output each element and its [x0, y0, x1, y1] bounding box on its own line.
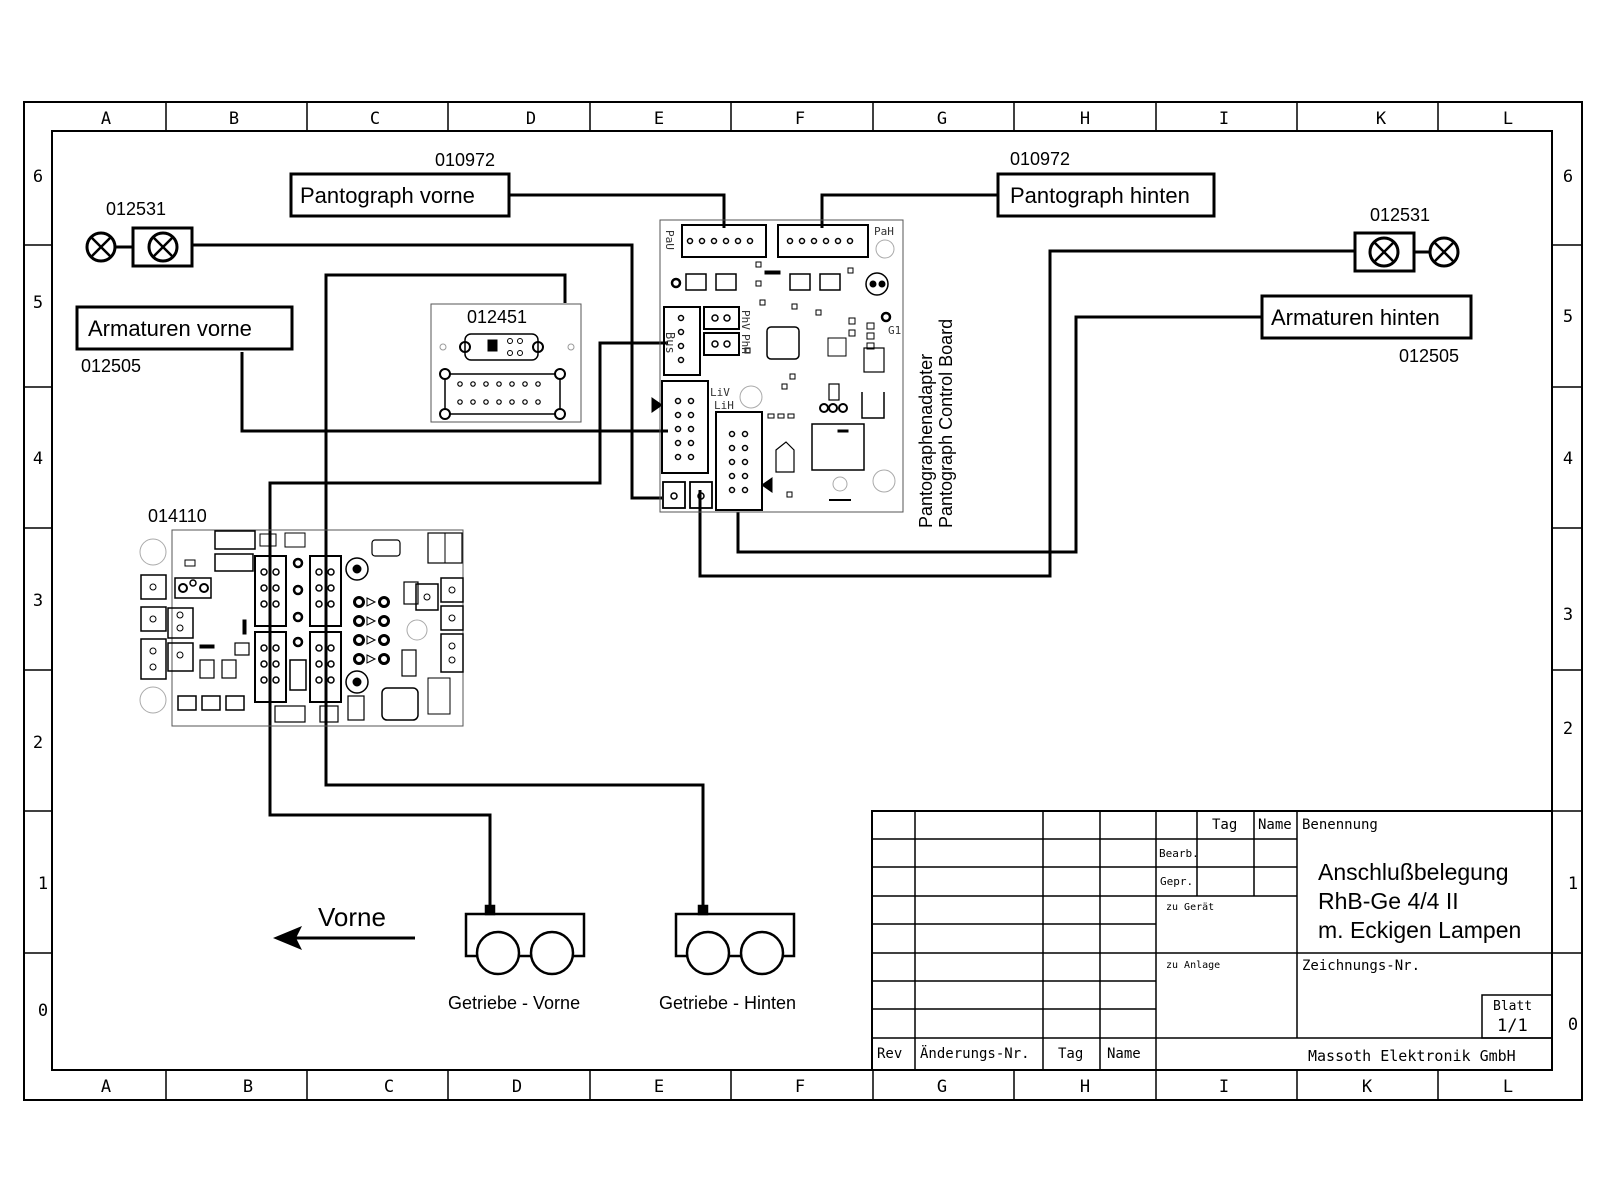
- lamp-left: [85, 226, 194, 268]
- tb-tag-footer: Tag: [1058, 1046, 1083, 1062]
- col-label-bottom: G: [937, 1077, 947, 1097]
- armaturen-rear-part-number: 012505: [1399, 346, 1459, 366]
- direction-label: Vorne: [318, 902, 386, 932]
- tb-aenderungs-nr: Änderungs-Nr.: [920, 1044, 1030, 1062]
- armaturen-front-label: Armaturen vorne: [88, 316, 252, 341]
- pantograph-control-board: [651, 219, 904, 513]
- row-label-right: 2: [1563, 719, 1573, 739]
- tb-rev: Rev: [877, 1046, 902, 1062]
- tb-blatt-value: 1/1: [1497, 1016, 1528, 1036]
- col-label-bottom: I: [1219, 1077, 1229, 1097]
- tb-zu-anlage: zu Anlage: [1166, 960, 1220, 971]
- tb-company: Massoth Elektronik GmbH: [1308, 1047, 1516, 1065]
- tb-zu-geraet: zu Gerät: [1166, 902, 1214, 913]
- tb-benennung: Benennung: [1302, 817, 1378, 833]
- row-label-left: 0: [38, 1001, 48, 1021]
- col-label-top: E: [654, 109, 664, 129]
- armaturen-rear-label: Armaturen hinten: [1271, 305, 1440, 330]
- board-liv-label: LiV: [710, 386, 730, 399]
- tb-gepr: Gepr.: [1160, 875, 1193, 888]
- title-block-text: Tag Name Benennung Bearb. Gepr. zu Gerät…: [877, 817, 1532, 1065]
- col-label-bottom: H: [1080, 1077, 1090, 1097]
- col-label-top: C: [370, 109, 380, 129]
- col-label-top: I: [1219, 109, 1229, 129]
- col-label-bottom: F: [795, 1077, 805, 1097]
- tb-tag-header: Tag: [1212, 817, 1237, 833]
- drawing-frame: [23, 101, 1583, 1101]
- row-label-right: 0: [1568, 1015, 1578, 1035]
- tb-name-header: Name: [1258, 817, 1292, 833]
- tb-blatt-label: Blatt: [1493, 999, 1532, 1014]
- armaturen-front-part-number: 012505: [81, 356, 141, 376]
- col-label-top: H: [1080, 109, 1090, 129]
- col-label-bottom: K: [1362, 1077, 1373, 1097]
- col-label-bottom: L: [1503, 1077, 1513, 1097]
- col-label-bottom: D: [512, 1077, 522, 1097]
- row-label-right: 6: [1563, 167, 1573, 187]
- col-label-top: D: [526, 109, 536, 129]
- adapter-part-number: 012451: [467, 307, 527, 327]
- row-label-left: 2: [33, 733, 43, 753]
- row-label-left: 4: [33, 449, 43, 469]
- title-block: [871, 810, 1553, 1071]
- drawing-title: Anschlußbelegung RhB-Ge 4/4 II m. Eckige…: [1318, 859, 1521, 943]
- tb-bearb: Bearb.: [1159, 847, 1199, 860]
- board-pah-label: PaH: [874, 225, 894, 238]
- adapter-board: [430, 303, 582, 423]
- decoder-part-number: 014110: [148, 506, 207, 526]
- labels: 010972 Pantograph vorne 010972 Pantograp…: [81, 149, 1459, 1013]
- row-label-left: 5: [33, 293, 43, 313]
- board-bus-label: Bus: [663, 332, 677, 354]
- lamp-right-part-number: 012531: [1370, 205, 1430, 225]
- pantograph-front-label: Pantograph vorne: [300, 183, 475, 208]
- drawing-title-line1: Anschlußbelegung: [1318, 859, 1509, 885]
- board-title-en: Pantograph Control Board: [936, 319, 956, 528]
- col-label-bottom: B: [243, 1077, 253, 1097]
- row-label-left: 3: [33, 591, 43, 611]
- col-label-top: F: [795, 109, 805, 129]
- col-label-top: G: [937, 109, 947, 129]
- board-pau-label: PaU: [663, 230, 676, 250]
- gearbox-front: [464, 904, 586, 976]
- board-phh-label: PhH: [739, 334, 752, 354]
- pantograph-rear-label: Pantograph hinten: [1010, 183, 1190, 208]
- gearbox-front-label: Getriebe - Vorne: [448, 993, 580, 1013]
- row-label-left: 6: [33, 167, 43, 187]
- tb-name-footer: Name: [1107, 1046, 1141, 1062]
- gearbox-rear: [674, 904, 796, 976]
- direction-arrow-icon: [273, 926, 415, 950]
- drawing-title-line2: RhB-Ge 4/4 II: [1318, 888, 1459, 914]
- col-label-top: L: [1503, 109, 1513, 129]
- board-g1-label: G1: [888, 324, 901, 337]
- pantograph-rear-part-number: 010972: [1010, 149, 1070, 169]
- col-label-bottom: E: [654, 1077, 664, 1097]
- board-phv-label: PhV: [739, 310, 752, 330]
- col-label-top: K: [1376, 109, 1387, 129]
- row-label-right: 4: [1563, 449, 1573, 469]
- col-label-bottom: A: [101, 1077, 111, 1097]
- col-label-top: A: [101, 109, 111, 129]
- row-label-right: 3: [1563, 605, 1573, 625]
- drawing-title-line3: m. Eckigen Lampen: [1318, 917, 1521, 943]
- board-title: Pantographenadapter Pantograph Control B…: [916, 319, 956, 528]
- board-lih-label: LiH: [714, 399, 734, 412]
- row-label-left: 1: [38, 874, 48, 894]
- col-label-bottom: C: [384, 1077, 394, 1097]
- decoder-board: [139, 529, 464, 727]
- gearbox-rear-label: Getriebe - Hinten: [659, 993, 796, 1013]
- board-title-de: Pantographenadapter: [916, 354, 936, 528]
- wires: [192, 193, 1355, 906]
- frame-grid-labels: A B C D E F G H I K L A B C D E F G H I …: [33, 109, 1578, 1097]
- lamp-right: [1353, 231, 1460, 273]
- tb-zeichnungs-nr: Zeichnungs-Nr.: [1302, 958, 1420, 974]
- pantograph-front-part-number: 010972: [435, 150, 495, 170]
- label-boxes: [75, 172, 1473, 351]
- board-silkscreen: PaU PaH Bus PhV PhH G1 LiV LiH: [663, 225, 901, 412]
- lamp-left-part-number: 012531: [106, 199, 166, 219]
- row-label-right: 5: [1563, 307, 1573, 327]
- col-label-top: B: [229, 109, 239, 129]
- row-label-right: 1: [1568, 874, 1578, 894]
